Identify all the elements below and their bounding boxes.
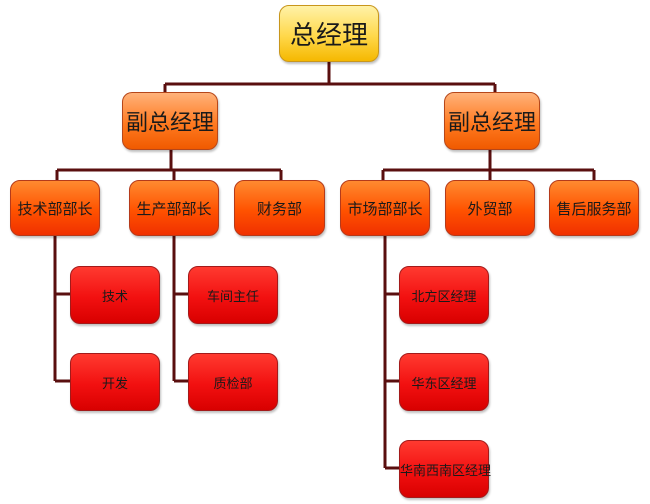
node-vp-right[interactable]: 副总经理 [444, 92, 540, 150]
node-east[interactable]: 华东区经理 [399, 353, 489, 411]
connector-vp-left-depts [55, 150, 283, 180]
node-vp-left[interactable]: 副总经理 [122, 92, 218, 150]
node-after-sales[interactable]: 售后服务部 [549, 180, 639, 236]
node-tech-head[interactable]: 技术部部长 [10, 180, 100, 236]
node-southwest[interactable]: 华南西南区经理 [399, 440, 491, 498]
connector-ceo-vps [163, 62, 497, 92]
node-prod-head[interactable]: 生产部部长 [129, 180, 219, 236]
connector-vp-right-depts [381, 150, 596, 180]
node-market-head[interactable]: 市场部部长 [340, 180, 430, 236]
node-dev[interactable]: 开发 [70, 353, 160, 411]
connector-tech-children [53, 236, 71, 383]
connector-prod-children [172, 236, 189, 383]
node-qc[interactable]: 质检部 [188, 353, 278, 411]
node-workshop[interactable]: 车间主任 [188, 266, 278, 324]
node-north[interactable]: 北方区经理 [399, 266, 489, 324]
node-finance[interactable]: 财务部 [234, 180, 325, 236]
node-ceo[interactable]: 总经理 [279, 5, 379, 62]
node-tech[interactable]: 技术 [70, 266, 160, 324]
connector-market-children [383, 236, 399, 470]
node-foreign-trade[interactable]: 外贸部 [445, 180, 535, 236]
